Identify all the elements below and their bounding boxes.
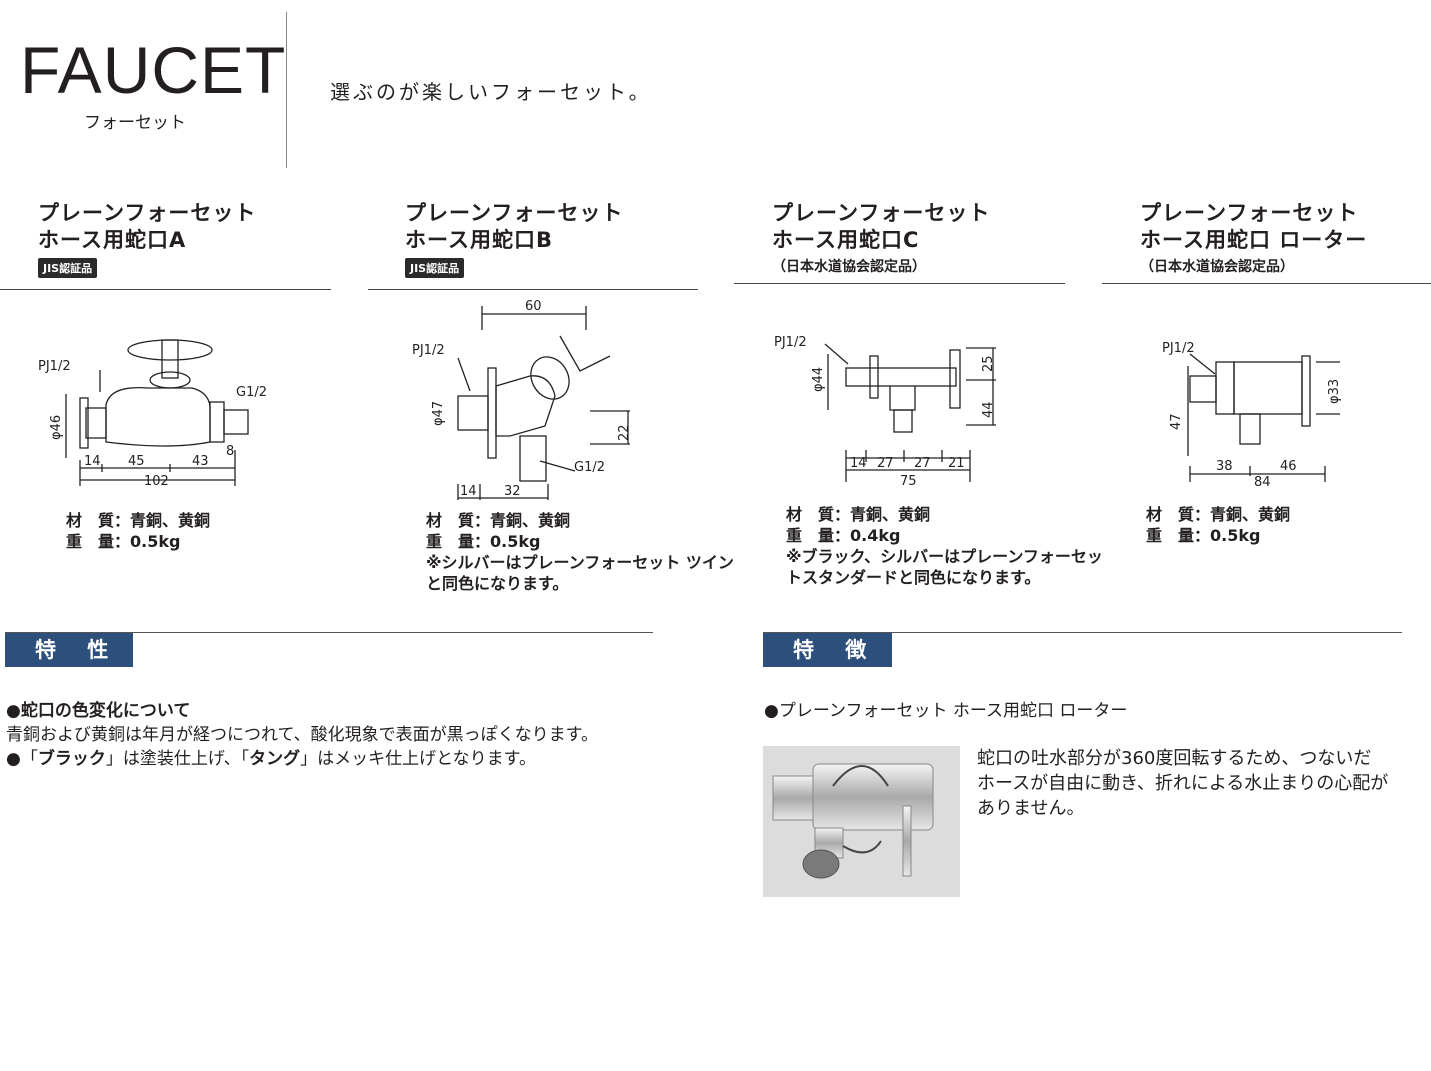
dim-phi: φ44 [811, 367, 826, 392]
product-line1: プレーンフォーセット [772, 201, 991, 225]
finish-note-part: 」はメッキ仕上げとなります。 [300, 749, 536, 769]
weight: 重 量：0.5kg [426, 532, 541, 551]
finish-note-part: ●「 [6, 749, 38, 769]
weight: 重 量：0.5kg [1146, 526, 1261, 545]
dim-d2: 27 [877, 456, 894, 471]
section-line [763, 632, 1402, 633]
rotor-desc: 蛇口の吐水部分が360度回転するため、つないだ ホースが自由に動き、折れによる水… [977, 746, 1388, 821]
finish-tang: タング [249, 749, 301, 769]
dim-d2: 45 [128, 454, 145, 469]
dim-d1: 38 [1216, 459, 1233, 474]
color-change-title: ●蛇口の色変化について [6, 701, 191, 721]
dim-total: 102 [144, 474, 169, 489]
jis-badge: JIS認証品 [405, 258, 465, 278]
product-line1: プレーンフォーセット [405, 201, 624, 225]
product-line1: プレーンフォーセット [38, 201, 257, 225]
dim-total: 75 [900, 474, 917, 489]
dim-d3: 27 [914, 456, 931, 471]
divider [0, 289, 331, 290]
dim-h2: 44 [981, 401, 996, 418]
faucet-b-diagram: 60 PJ1/2 φ47 22 G1/2 14 32 [412, 299, 632, 500]
color-change-body: 青銅および黄銅は年月が経つにつれて、酸化現象で表面が黒っぽくなります。 [6, 725, 598, 745]
dim-pj: PJ1/2 [1162, 341, 1195, 356]
product-heading-rotor: プレーンフォーセット ホース用蛇口 ローター （日本水道協会認定品） [1140, 200, 1367, 276]
dim-g: G1/2 [574, 460, 605, 475]
faucet-rotor-diagram: PJ1/2 φ33 47 38 46 84 [1162, 341, 1342, 490]
dim-d1: 14 [84, 454, 101, 469]
dim-d1: 14 [850, 456, 867, 471]
header-divider [286, 12, 287, 168]
weight: 重 量：0.4kg [786, 526, 901, 545]
finish-note: ●「ブラック」は塗装仕上げ、「タング」はメッキ仕上げとなります。 [6, 747, 536, 771]
material: 材 質：青銅、黄銅 [66, 511, 211, 530]
finish-black: ブラック [37, 749, 106, 769]
rotor-desc-line2: ホースが自由に動き、折れによる水止まりの心配が [977, 773, 1389, 794]
dim-d2: 46 [1280, 459, 1297, 474]
dim-h: 22 [617, 424, 632, 441]
note-line1: ※ブラック、シルバーはプレーンフォーセッ [786, 547, 1103, 566]
dim-d3: 43 [192, 454, 209, 469]
material: 材 質：青銅、黄銅 [786, 505, 931, 524]
dim-h1: 25 [981, 355, 996, 372]
dim-phi: φ47 [431, 401, 446, 426]
page-title: FAUCET [20, 33, 287, 107]
dim-d2: 32 [504, 484, 521, 499]
note-line2: と同色になります。 [426, 574, 569, 593]
material: 材 質：青銅、黄銅 [426, 511, 571, 530]
specs-c: 材 質：青銅、黄銅 重 量：0.4kg ※ブラック、シルバーはプレーンフォーセッ… [786, 504, 1103, 588]
rotor-faucet-illustration [772, 763, 934, 879]
cert-note: （日本水道協会認定品） [1140, 259, 1294, 275]
finish-note-part: 」は塗装仕上げ、「 [105, 749, 250, 769]
page-subtitle: フォーセット [84, 113, 186, 133]
specs-rotor: 材 質：青銅、黄銅 重 量：0.5kg [1146, 504, 1290, 546]
dim-pj: PJ1/2 [774, 335, 807, 350]
specs-a: 材 質：青銅、黄銅 重 量：0.5kg [66, 510, 210, 552]
note-line1: ※シルバーはプレーンフォーセット ツイン [426, 553, 734, 572]
divider [734, 283, 1065, 284]
dim-h: 47 [1169, 413, 1184, 430]
dim-d1: 14 [460, 484, 477, 499]
dim-pj: PJ1/2 [412, 343, 445, 358]
specs-b: 材 質：青銅、黄銅 重 量：0.5kg ※シルバーはプレーンフォーセット ツイン… [426, 510, 734, 594]
tagline: 選ぶのが楽しいフォーセット。 [330, 80, 652, 104]
jis-badge: JIS認証品 [38, 258, 98, 278]
rotor-desc-line3: ありません。 [977, 798, 1085, 819]
section-line [5, 632, 653, 633]
section-heading-characteristics: 特 性 [5, 633, 133, 667]
rotor-feature-title: ●プレーンフォーセット ホース用蛇口 ローター [764, 701, 1128, 721]
product-line2: ホース用蛇口C [772, 228, 920, 252]
divider [368, 289, 698, 290]
dim-d4: 21 [948, 456, 965, 471]
dim-phi: φ46 [49, 415, 64, 440]
rotor-desc-line1: 蛇口の吐水部分が360度回転するため、つないだ [977, 748, 1372, 769]
product-heading-c: プレーンフォーセット ホース用蛇口C （日本水道協会認定品） [772, 200, 990, 276]
cert-note: （日本水道協会認定品） [772, 259, 926, 275]
faucet-c-diagram: PJ1/2 φ44 25 44 14 27 27 21 75 [774, 335, 996, 489]
section-heading-features: 特 徴 [763, 633, 892, 667]
faucet-a-diagram: PJ1/2 G1/2 φ46 14 45 43 8 102 [38, 339, 267, 489]
material: 材 質：青銅、黄銅 [1146, 505, 1291, 524]
dim-phi: φ33 [1327, 379, 1342, 404]
weight: 重 量：0.5kg [66, 532, 181, 551]
product-heading-a: プレーンフォーセット ホース用蛇口A JIS認証品 [38, 200, 256, 278]
product-line1: プレーンフォーセット [1140, 201, 1359, 225]
dim-pj: PJ1/2 [38, 359, 71, 374]
product-heading-b: プレーンフォーセット ホース用蛇口B JIS認証品 [405, 200, 623, 278]
dim-d4: 8 [226, 444, 234, 459]
divider [1102, 283, 1431, 284]
rotor-faucet-photo [763, 746, 960, 897]
product-line2: ホース用蛇口A [38, 228, 187, 252]
note-line2: トスタンダードと同色になります。 [786, 568, 1041, 587]
dim-g: G1/2 [236, 385, 267, 400]
product-line2: ホース用蛇口 ローター [1140, 228, 1368, 252]
product-line2: ホース用蛇口B [405, 228, 553, 252]
dim-top: 60 [525, 299, 542, 314]
dim-total: 84 [1254, 475, 1271, 490]
